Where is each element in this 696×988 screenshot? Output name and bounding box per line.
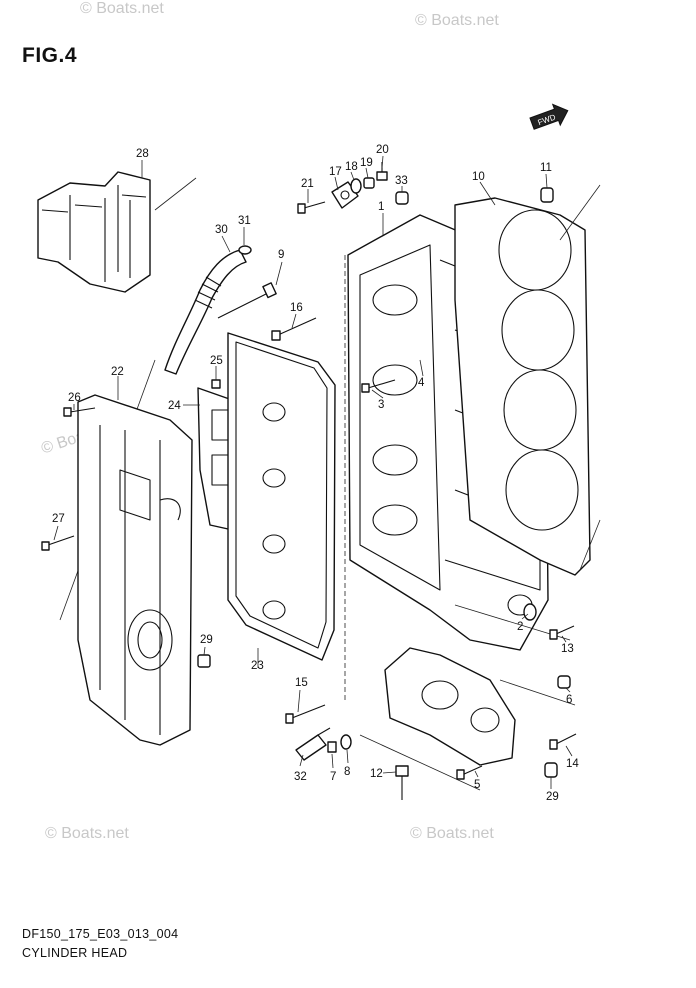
callout-25: 25 xyxy=(210,355,223,367)
part-33 xyxy=(395,191,409,205)
figure-title: FIG.4 xyxy=(22,44,78,67)
part-10-head-gasket xyxy=(454,197,591,576)
callout-27: 27 xyxy=(52,513,65,525)
callout-8: 8 xyxy=(344,766,350,778)
callout-9: 9 xyxy=(278,249,284,261)
bolt-15 xyxy=(285,704,326,724)
callout-17: 17 xyxy=(329,166,342,178)
part-7 xyxy=(327,741,337,753)
diagram-name: CYLINDER HEAD xyxy=(22,946,128,960)
callout-1: 1 xyxy=(378,201,384,213)
callout-19: 19 xyxy=(360,157,373,169)
watermark: © Boats.net xyxy=(410,825,494,842)
callout-22: 22 xyxy=(111,366,124,378)
bolt-21 xyxy=(297,201,326,214)
callout-14: 14 xyxy=(566,758,579,770)
bolt-25 xyxy=(211,379,221,389)
bolt-5 xyxy=(456,765,483,780)
callout-31: 31 xyxy=(238,215,251,227)
watermark: © Boats.net xyxy=(80,0,164,17)
callout-29-right: 29 xyxy=(546,791,559,803)
part-2 xyxy=(523,603,537,621)
bolt-9 xyxy=(217,282,277,319)
callout-5: 5 xyxy=(474,779,480,791)
dowel-11 xyxy=(540,187,554,203)
callout-20: 20 xyxy=(376,144,389,156)
nut-29-left xyxy=(197,654,211,668)
diagram-code: DF150_175_E03_013_004 xyxy=(22,927,179,941)
nut-29-right xyxy=(544,762,558,778)
oring-8 xyxy=(340,734,352,750)
callout-12: 12 xyxy=(370,768,383,780)
watermark: © Boats.net xyxy=(415,12,499,29)
callout-15: 15 xyxy=(295,677,308,689)
bolt-13 xyxy=(549,625,575,640)
callout-32: 32 xyxy=(294,771,307,783)
part-28-cover xyxy=(37,171,151,293)
callout-23: 23 xyxy=(251,660,264,672)
sensor-32 xyxy=(295,727,331,761)
callout-2: 2 xyxy=(517,621,523,633)
callout-11: 11 xyxy=(540,162,552,174)
part-22-head-cover xyxy=(77,394,193,746)
callout-6: 6 xyxy=(566,694,572,706)
oring-18 xyxy=(350,178,362,194)
callout-21: 21 xyxy=(301,178,314,190)
lower-housing xyxy=(384,647,516,766)
watermark: © Boats.net xyxy=(45,825,129,842)
callout-4: 4 xyxy=(418,377,425,389)
callout-24: 24 xyxy=(168,400,181,412)
bolt-27 xyxy=(41,535,75,551)
clamp-31 xyxy=(238,245,252,255)
fwd-arrow-icon: FWD xyxy=(529,103,569,130)
callout-26: 26 xyxy=(68,392,81,404)
callout-33: 33 xyxy=(395,175,408,187)
bolt-16 xyxy=(271,317,317,341)
part-23-gasket xyxy=(227,332,336,661)
leader-lines xyxy=(53,155,573,789)
callout-30: 30 xyxy=(215,224,228,236)
callout-28: 28 xyxy=(136,148,149,160)
callout-18: 18 xyxy=(345,161,358,173)
part-19 xyxy=(363,177,375,189)
callout-3: 3 xyxy=(378,399,384,411)
callout-16: 16 xyxy=(290,302,303,314)
callout-labels: 1 2 3 4 5 6 7 8 9 10 11 12 13 14 15 16 1… xyxy=(52,144,579,803)
bolt-26 xyxy=(63,407,96,417)
part-30-hose xyxy=(164,249,247,375)
bolt-14 xyxy=(549,733,577,750)
callout-29-left: 29 xyxy=(200,634,213,646)
bolt-3 xyxy=(361,379,396,393)
bolt-12 xyxy=(395,765,409,800)
part-6 xyxy=(557,675,571,689)
callout-13: 13 xyxy=(561,643,574,655)
callout-7: 7 xyxy=(330,771,336,783)
callout-10: 10 xyxy=(472,171,485,183)
